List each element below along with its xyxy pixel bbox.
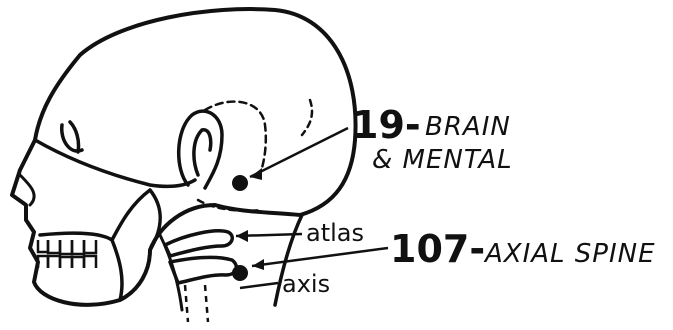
throat-line: [160, 235, 182, 310]
leader-line-axis: [240, 283, 278, 288]
point-19-name-line1: BRAIN: [425, 112, 511, 142]
point-19-marker: [232, 175, 248, 191]
ear: [179, 111, 222, 188]
cheekbone-line: [35, 140, 195, 186]
point-107-name: AXIAL SPINE: [483, 239, 656, 269]
point-19-name-line2: & MENTAL: [372, 145, 513, 175]
leader-arrow-19: [250, 168, 262, 180]
atlas-vertebra: [165, 231, 232, 256]
leader-arrow-107: [252, 259, 264, 270]
eye-socket: [62, 122, 82, 152]
lower-teeth: [38, 256, 96, 268]
axis-vertebra: [170, 257, 236, 283]
atlas-label: atlas: [306, 219, 364, 247]
leader-line-107: [252, 248, 388, 266]
vertebral-column-dashed: [185, 285, 208, 322]
point-107-number: 107-: [390, 227, 485, 271]
point-19-number: 19-: [352, 103, 421, 147]
leader-arrow-atlas: [236, 230, 248, 242]
axis-label: axis: [282, 270, 330, 298]
upper-teeth: [38, 240, 96, 254]
point-107-marker: [232, 265, 248, 281]
jaw-line: [40, 190, 160, 300]
